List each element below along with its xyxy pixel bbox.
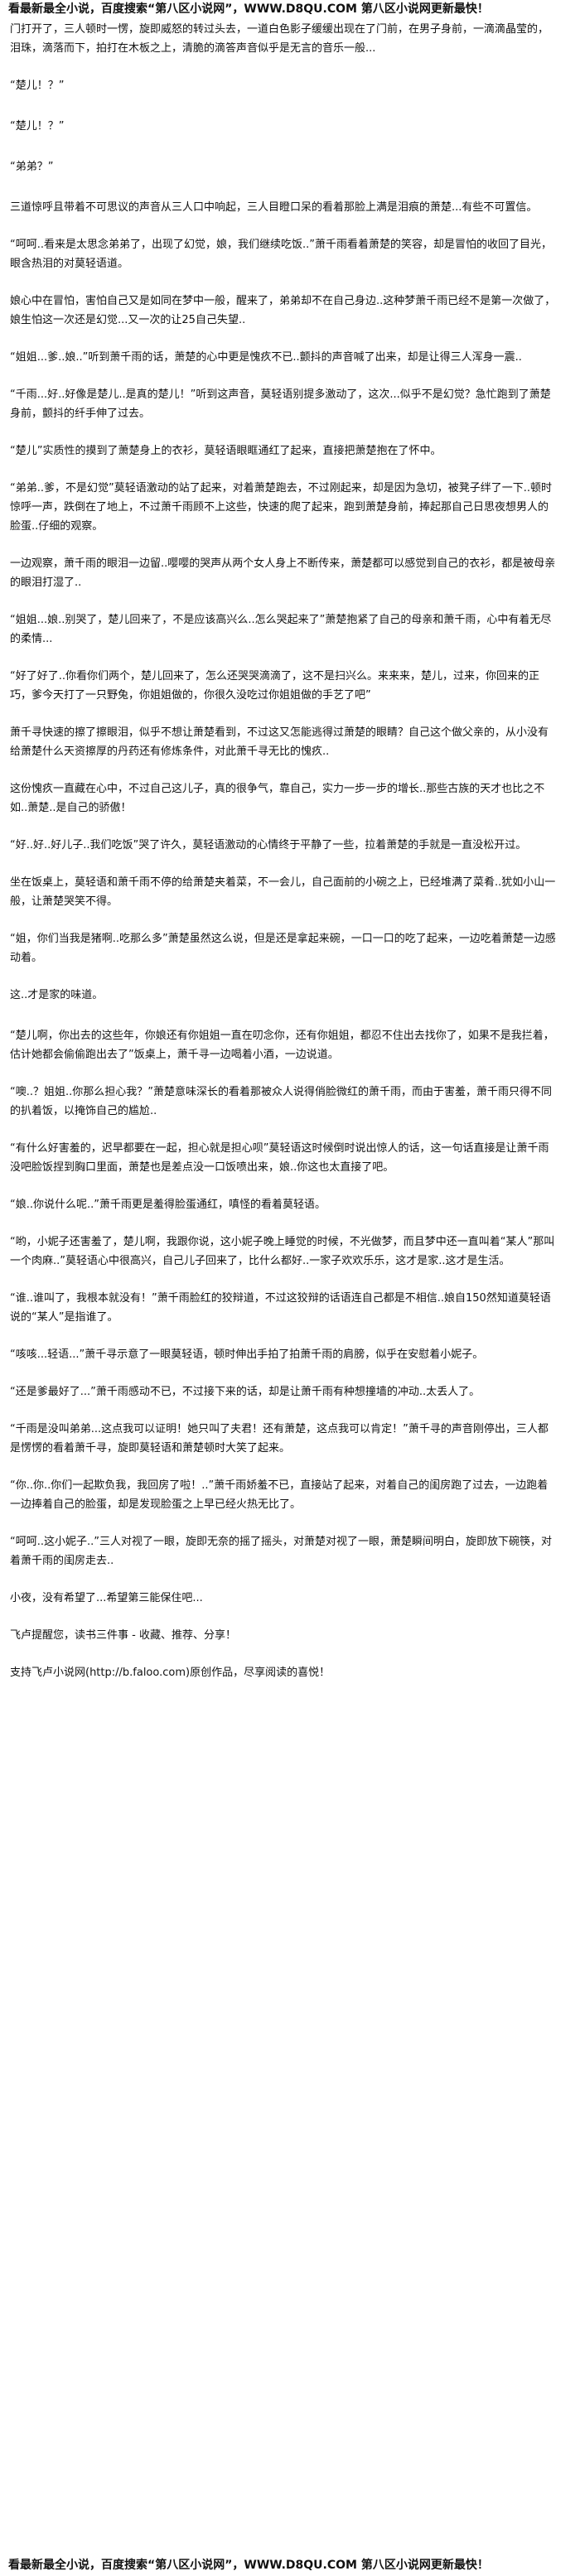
paragraph: “呵呵..这小妮子..”三人对视了一眼，旋即无奈的摇了摇头，对萧楚对视了一眼，萧… bbox=[10, 1536, 552, 1567]
top-banner: 看最新最全小说，百度搜索“第八区小说网”，WWW.D8QU.COM 第八区小说网… bbox=[8, 2, 489, 16]
paragraph: 这..才是家的味道。 bbox=[10, 989, 104, 1001]
paragraph: 门打开了，三人顿时一愣，旋即威怒的转过头去，一道白色影子缓缓出现在了门前，在男子… bbox=[10, 23, 549, 55]
paragraph: 萧千寻快速的擦了擦眼泪，似乎不想让萧楚看到，不过这又怎能逃得过萧楚的眼睛？自己这… bbox=[10, 726, 549, 758]
chapter-content: 门打开了，三人顿时一愣，旋即威怒的转过头去，一道白色影子缓缓出现在了门前，在男子… bbox=[0, 20, 580, 1682]
paragraph: “好..好..好儿子..我们吃饭”哭了许久，莫轻语激动的心情终于平静了一些，拉着… bbox=[10, 839, 527, 851]
faloo-reminder: 飞卢提醒您，读书三件事 - 收藏、推荐、分享！ bbox=[10, 1629, 236, 1642]
paragraph: “哟，小妮子还害羞了，楚儿啊，我跟你说，这小妮子晚上睡觉的时候，不光做梦，而且梦… bbox=[10, 1236, 555, 1267]
paragraph: “娘..你说什么呢..”萧千雨更是羞得脸蛋通红，嗔怪的看着莫轻语。 bbox=[10, 1199, 326, 1211]
paragraph: “姐，你们当我是猪啊..吃那么多”萧楚虽然这么说，但是还是拿起来碗，一口一口的吃… bbox=[10, 933, 556, 964]
paragraph: “楚儿”实质性的摸到了萧楚身上的衣衫，莫轻语眼眶通红了起来，直接把萧楚抱在了怀中… bbox=[10, 445, 442, 457]
paragraph: “千雨是没叫弟弟...这点我可以证明！她只叫了夫君！还有萧楚，这点我可以肯定！”… bbox=[10, 1423, 549, 1454]
paragraph: “姐姐...爹..娘..”听到萧千雨的话，萧楚的心中更是愧疚不已..颤抖的声音喊… bbox=[10, 351, 522, 364]
paragraph: “楚儿啊，你出去的这些年，你娘还有你姐姐一直在叨念你，还有你姐姐，都忍不住出去找… bbox=[10, 1030, 554, 1061]
paragraph: “姐姐...娘..别哭了，楚儿回来了，不是应该高兴么..怎么哭起来了”萧楚抱紧了… bbox=[10, 614, 552, 645]
paragraph: 三道惊呼且带着不可思议的声音从三人口中响起，三人目瞪口呆的看着那脸上满是泪痕的萧… bbox=[10, 201, 538, 214]
paragraph: “楚儿！？” bbox=[10, 120, 65, 133]
paragraph: 一边观察，萧千雨的眼泪一边留..嘤嘤的哭声从两个女人身上不断传来，萧楚都可以感觉… bbox=[10, 557, 556, 589]
author-note: 小夜，没有希望了...希望第三能保住吧... bbox=[10, 1592, 203, 1604]
paragraph: “你..你..你们一起欺负我，我回房了啦！..”萧千雨娇羞不已，直接站了起来，对… bbox=[10, 1479, 549, 1511]
bottom-banner: 看最新最全小说，百度搜索“第八区小说网”，WWW.D8QU.COM 第八区小说网… bbox=[8, 2559, 489, 2572]
paragraph: 娘心中在冒怕，害怕自己又是如同在梦中一般，醒来了，弟弟却不在自己身边..这种梦萧… bbox=[10, 295, 556, 326]
paragraph: “还是爹最好了...”萧千雨感动不已，不过接下来的话，却是让萧千雨有种想撞墙的冲… bbox=[10, 1386, 481, 1398]
paragraph: “千雨...好..好像是楚儿..是真的楚儿！”听到这声音，莫轻语别提多激动了，这… bbox=[10, 388, 551, 420]
paragraph: “有什么好害羞的，迟早都要在一起，担心就是担心呗”莫轻语这时候倒时说出惊人的话，… bbox=[10, 1142, 549, 1174]
paragraph: “咳咳...轻语...”萧千寻示意了一眼莫轻语，顿时伸出手拍了拍萧千雨的肩膀，似… bbox=[10, 1348, 484, 1361]
paragraph: “谁..谁叫了，我根本就没有！”萧千雨脸红的狡辩道，不过这狡辩的话语连自己都是不… bbox=[10, 1292, 551, 1324]
paragraph: “弟弟？” bbox=[10, 161, 54, 173]
paragraph: 这份愧疚一直藏在心中，不过自己这儿子，真的很争气，靠自己，实力一步一步的增长..… bbox=[10, 783, 545, 814]
paragraph: “好了好了..你看你们两个，楚儿回来了，怎么还哭哭滴滴了，这不是扫兴么。来来来，… bbox=[10, 670, 540, 702]
paragraph: “弟弟..爹，不是幻觉”莫轻语激动的站了起来，对着萧楚跑去，不过刚起来，却是因为… bbox=[10, 482, 552, 533]
faloo-support-line: 支持飞卢小说网(http://b.faloo.com)原创作品，尽享阅读的喜悦！ bbox=[10, 1667, 331, 1679]
paragraph: 坐在饭桌上，莫轻语和萧千雨不停的给萧楚夹着菜，不一会儿，自己面前的小碗之上，已经… bbox=[10, 876, 556, 908]
paragraph: “呵呵..看来是太思念弟弟了，出现了幻觉，娘，我们继续吃饭..”萧千雨看着萧楚的… bbox=[10, 239, 552, 270]
paragraph: “楚儿！？” bbox=[10, 80, 65, 92]
paragraph: “噢..？姐姐..你那么担心我？”萧楚意味深长的看着那被众人说得俏脸微红的萧千雨… bbox=[10, 1086, 552, 1117]
